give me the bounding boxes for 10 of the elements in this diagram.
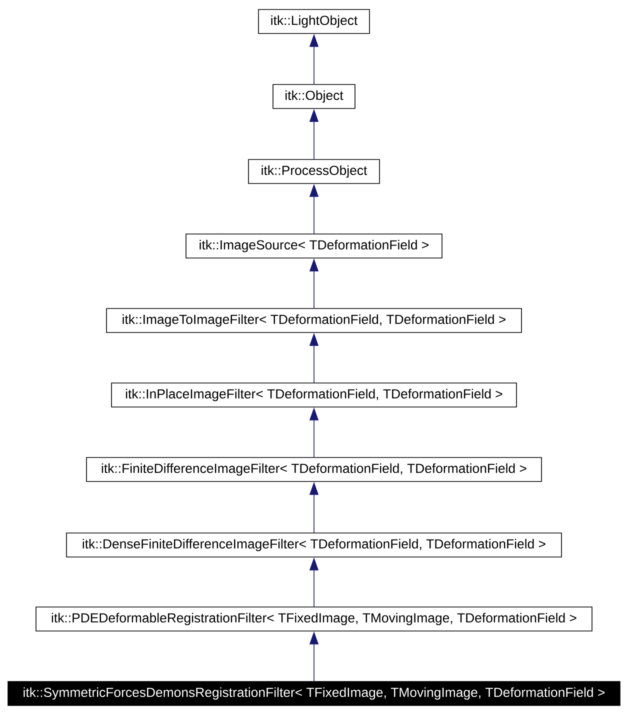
class-box: itk::DenseFiniteDifferenceImageFilter< TDeformationField, TDeformationField >: [66, 532, 562, 558]
highlighted-class-box: itk::SymmetricForcesDemonsRegistrationFilter< TFixedImage, TMovingImage, TDeformationField >: [8, 681, 620, 706]
class-box: itk::FiniteDifferenceImageFilter< TDeformationField, TDeformationField >: [86, 457, 542, 482]
class-box: itk::Object: [272, 84, 356, 109]
class-box: itk::InPlaceImageFilter< TDeformationField, TDeformationField >: [111, 382, 517, 408]
class-box: itk::LightObject: [258, 9, 370, 34]
class-box: itk::ProcessObject: [248, 159, 380, 184]
class-box: itk::ImageToImageFilter< TDeformationField, TDeformationField >: [106, 308, 522, 333]
class-box: itk::ImageSource< TDeformationField >: [186, 234, 442, 258]
class-box: itk::PDEDeformableRegistrationFilter< TFixedImage, TMovingImage, TDeformationField >: [36, 606, 592, 632]
